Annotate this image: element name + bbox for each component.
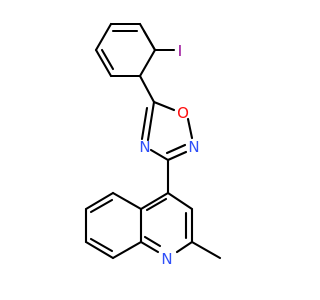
atom-labels: I O N N N [139, 42, 199, 268]
bond [139, 240, 160, 254]
bond [89, 198, 114, 214]
bond [138, 74, 156, 104]
bond [138, 48, 157, 78]
bond [143, 235, 162, 248]
bond [94, 48, 113, 78]
iodine-label: I [178, 42, 182, 60]
bond [89, 237, 114, 253]
bond [140, 106, 149, 141]
molecule-diagram: I O N N N [84, 22, 222, 268]
oxadiazole-oxygen-label: O [177, 104, 189, 122]
bond [175, 240, 194, 254]
bonds [84, 22, 222, 260]
bond [146, 100, 156, 142]
bond [166, 150, 188, 162]
bond [139, 191, 170, 211]
bond [94, 22, 113, 52]
bond [111, 240, 143, 260]
bond [84, 240, 115, 260]
bond [149, 148, 170, 162]
oxadiazole-n2-label: N [188, 138, 199, 156]
bond [165, 143, 187, 155]
bond [111, 191, 143, 211]
bond [166, 191, 194, 211]
bond [100, 48, 115, 71]
bond [190, 240, 222, 260]
bond [145, 197, 168, 212]
bond [142, 29, 157, 52]
oxadiazole-n4-label: N [139, 138, 150, 156]
bond [84, 191, 115, 211]
bond [152, 100, 176, 112]
quinoline-nitrogen-label: N [161, 250, 172, 268]
bond [186, 117, 194, 140]
